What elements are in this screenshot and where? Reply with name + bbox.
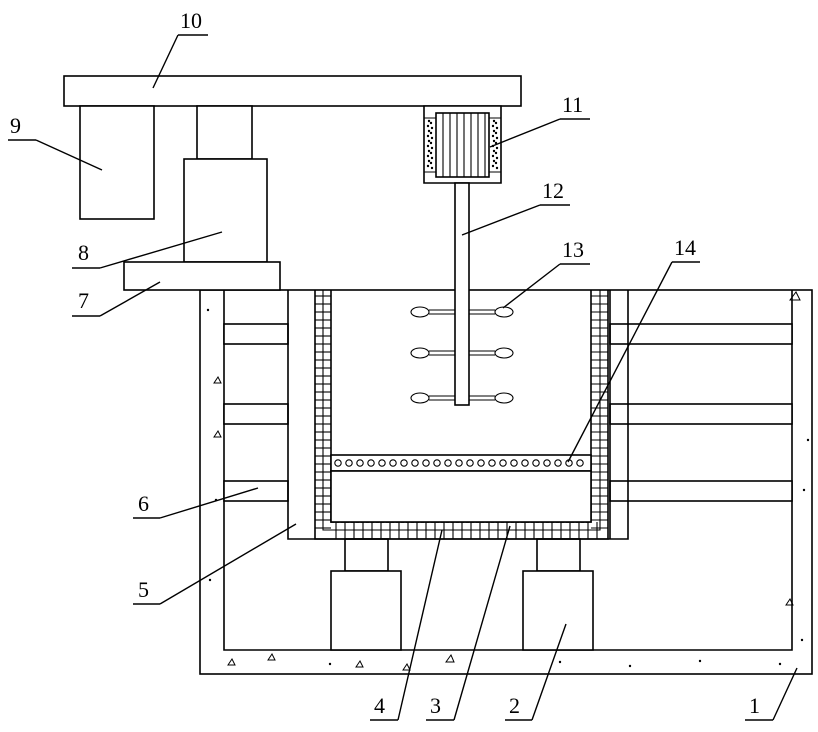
label-14: 14 [674,235,696,260]
base-plate [124,262,280,290]
label-11: 11 [562,92,583,117]
motor [424,106,501,183]
lift-cylinder [184,106,267,262]
label-13: 13 [562,237,584,262]
hanging-box [80,106,154,219]
filter-bed [331,455,591,522]
label-8: 8 [78,240,89,265]
label-3: 3 [430,693,441,718]
label-4: 4 [374,693,385,718]
top-beam [64,76,521,106]
label-1: 1 [749,693,760,718]
label-12: 12 [542,178,564,203]
label-9: 9 [10,113,21,138]
label-5: 5 [138,577,149,602]
stir-shaft [455,183,469,405]
label-6: 6 [138,491,149,516]
label-2: 2 [509,693,520,718]
label-10: 10 [180,8,202,33]
label-7: 7 [78,288,89,313]
